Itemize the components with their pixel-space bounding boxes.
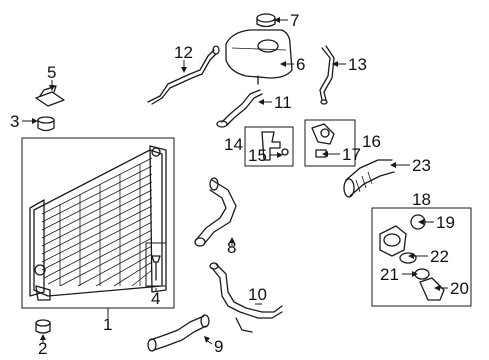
bracket — [35, 85, 65, 107]
callout-7: 7 — [290, 11, 299, 30]
overflow-hose — [147, 45, 220, 105]
callout-9: 9 — [214, 337, 223, 356]
callout-21: 21 — [380, 265, 399, 284]
radiator-assembly — [21, 137, 175, 309]
callout-12: 12 — [174, 43, 193, 62]
callout-3: 3 — [10, 112, 19, 131]
thermostat-housing-box — [304, 119, 356, 167]
callout-17: 17 — [342, 145, 361, 164]
callout-5: 5 — [47, 63, 56, 82]
callout-22: 22 — [430, 247, 449, 266]
callout-labels: 1 2 3 4 5 6 7 8 9 10 11 12 13 14 15 16 1… — [10, 11, 469, 358]
callout-4: 4 — [151, 289, 160, 308]
lower-radiator-hose — [147, 314, 210, 352]
reservoir-cap — [256, 13, 276, 28]
radiator-mount-isolator — [35, 319, 51, 334]
callout-15: 15 — [248, 146, 267, 165]
callout-20: 20 — [450, 279, 469, 298]
vent-hose — [319, 45, 335, 105]
callout-11: 11 — [274, 93, 292, 112]
coolant-pipe — [209, 262, 283, 333]
callout-10: 10 — [248, 285, 267, 304]
callout-1: 1 — [103, 315, 112, 334]
callout-19: 19 — [436, 213, 455, 232]
water-outlet-kit-box — [371, 207, 472, 307]
coolant-reservoir — [225, 29, 293, 85]
intake-hose — [343, 159, 395, 198]
callout-23: 23 — [412, 156, 431, 175]
drain-plug-box — [145, 242, 167, 287]
callout-8: 8 — [227, 238, 236, 257]
leader-lines — [22, 17, 448, 345]
callout-13: 13 — [348, 55, 367, 74]
reservoir-outlet-hose — [216, 89, 263, 128]
upper-isolator — [37, 116, 55, 132]
callout-14: 14 — [224, 135, 243, 154]
upper-radiator-hose — [194, 177, 237, 247]
connector-kit-box — [244, 126, 294, 167]
callout-2: 2 — [38, 339, 47, 358]
callout-16: 16 — [362, 132, 381, 151]
callout-18: 18 — [412, 190, 431, 209]
callout-6: 6 — [296, 55, 305, 74]
